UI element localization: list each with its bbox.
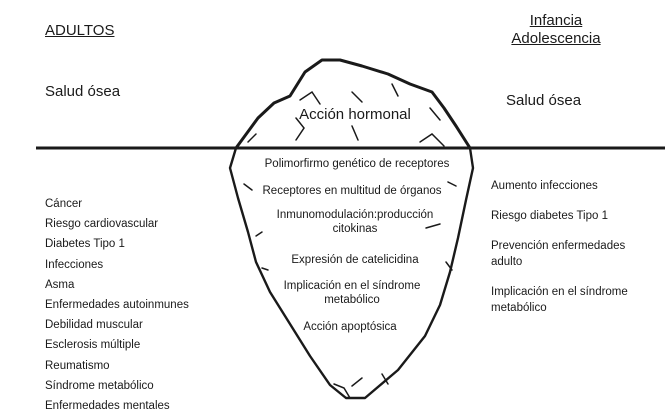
list-item: Síndrome metabólico bbox=[45, 379, 154, 392]
iceberg-item-5: Implicación en el síndrome metabólico bbox=[283, 280, 421, 306]
list-item: Implicación en el síndrome metabólico bbox=[491, 286, 628, 314]
list-item: Aumento infecciones bbox=[491, 180, 598, 192]
list-item: Reumatismo bbox=[45, 359, 110, 372]
iceberg-tip-label: Acción hormonal bbox=[299, 106, 411, 123]
adults-heading: ADULTOS bbox=[45, 22, 115, 39]
list-item: Asma bbox=[45, 278, 75, 291]
list-item: Riesgo diabetes Tipo 1 bbox=[491, 210, 608, 222]
iceberg-item-3: Inmunomodulación:producción citokinas bbox=[276, 209, 434, 235]
list-item: Diabetes Tipo 1 bbox=[45, 238, 125, 251]
children-above-water-label: Salud ósea bbox=[506, 92, 582, 109]
list-item: Infecciones bbox=[45, 258, 104, 271]
iceberg-item-6: Acción apoptósica bbox=[303, 321, 397, 333]
list-item: Enfermedades autoinmunes bbox=[45, 299, 189, 312]
list-item: Enfermedades mentales bbox=[45, 400, 170, 413]
iceberg-item-1: Polimorfirmo genético de receptores bbox=[264, 158, 450, 170]
iceberg-body bbox=[228, 146, 475, 400]
list-item: Esclerosis múltiple bbox=[45, 339, 141, 352]
iceberg-tip bbox=[234, 58, 472, 150]
list-item: Cáncer bbox=[45, 198, 83, 210]
list-item: Prevención enfermedades adulto bbox=[491, 240, 626, 268]
children-heading: Infancia Adolescencia bbox=[506, 12, 606, 48]
children-heading-line2: Adolescencia bbox=[511, 30, 601, 47]
adults-above-water-label: Salud ósea bbox=[45, 83, 121, 100]
adults-below-list: Cáncer Riesgo cardiovascular Diabetes Ti… bbox=[45, 194, 189, 416]
iceberg-item-4: Expresión de catelicidina bbox=[291, 254, 419, 266]
children-below-list: Aumento infecciones Riesgo diabetes Tipo… bbox=[491, 178, 651, 330]
list-item: Debilidad muscular bbox=[45, 319, 143, 332]
iceberg-item-2: Receptores en multitud de órganos bbox=[262, 185, 442, 197]
iceberg-texture bbox=[243, 83, 457, 399]
list-item: Riesgo cardiovascular bbox=[45, 218, 159, 231]
children-heading-line1: Infancia bbox=[529, 12, 583, 29]
